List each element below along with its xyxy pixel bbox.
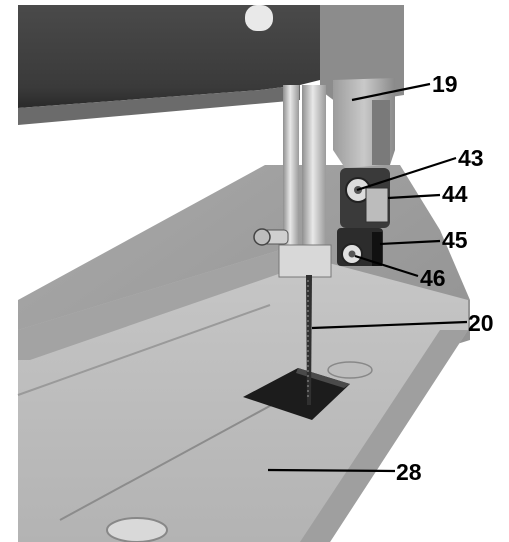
leader-45: [379, 239, 441, 246]
holddown-rod-right: [302, 85, 326, 275]
saw-blade: [306, 275, 312, 405]
table-hole: [106, 517, 168, 542]
callout-19: 19: [432, 71, 458, 97]
clamp-plate: [365, 187, 389, 223]
callout-44: 44: [442, 181, 468, 207]
rod-lock-bolt-head: [253, 228, 271, 246]
housing-collar: [372, 100, 390, 165]
leader-44: [387, 193, 441, 200]
table-left-wall: [18, 250, 290, 360]
holddown-foot: [278, 244, 332, 278]
table-groove: [59, 394, 291, 521]
leader-46: [354, 254, 419, 278]
leader-20: [311, 320, 468, 330]
callout-28: 28: [396, 459, 422, 485]
callout-20: 20: [468, 310, 494, 336]
table-front-edge: [300, 330, 468, 542]
leader-19: [351, 82, 431, 102]
lower-clamp-screw-center: [348, 250, 356, 258]
upper-arm-underside: [18, 85, 300, 125]
leader-43: [356, 156, 457, 192]
callout-43: 43: [458, 145, 484, 171]
upper-arm-knob: [245, 5, 273, 31]
holddown-rod-left: [283, 85, 299, 270]
callout-46: 46: [420, 265, 446, 291]
table-hole-rim: [327, 361, 373, 379]
table-edge-line: [17, 304, 271, 396]
leader-28: [267, 468, 396, 473]
callout-45: 45: [442, 227, 468, 253]
lower-clamp-lever: [372, 232, 382, 266]
